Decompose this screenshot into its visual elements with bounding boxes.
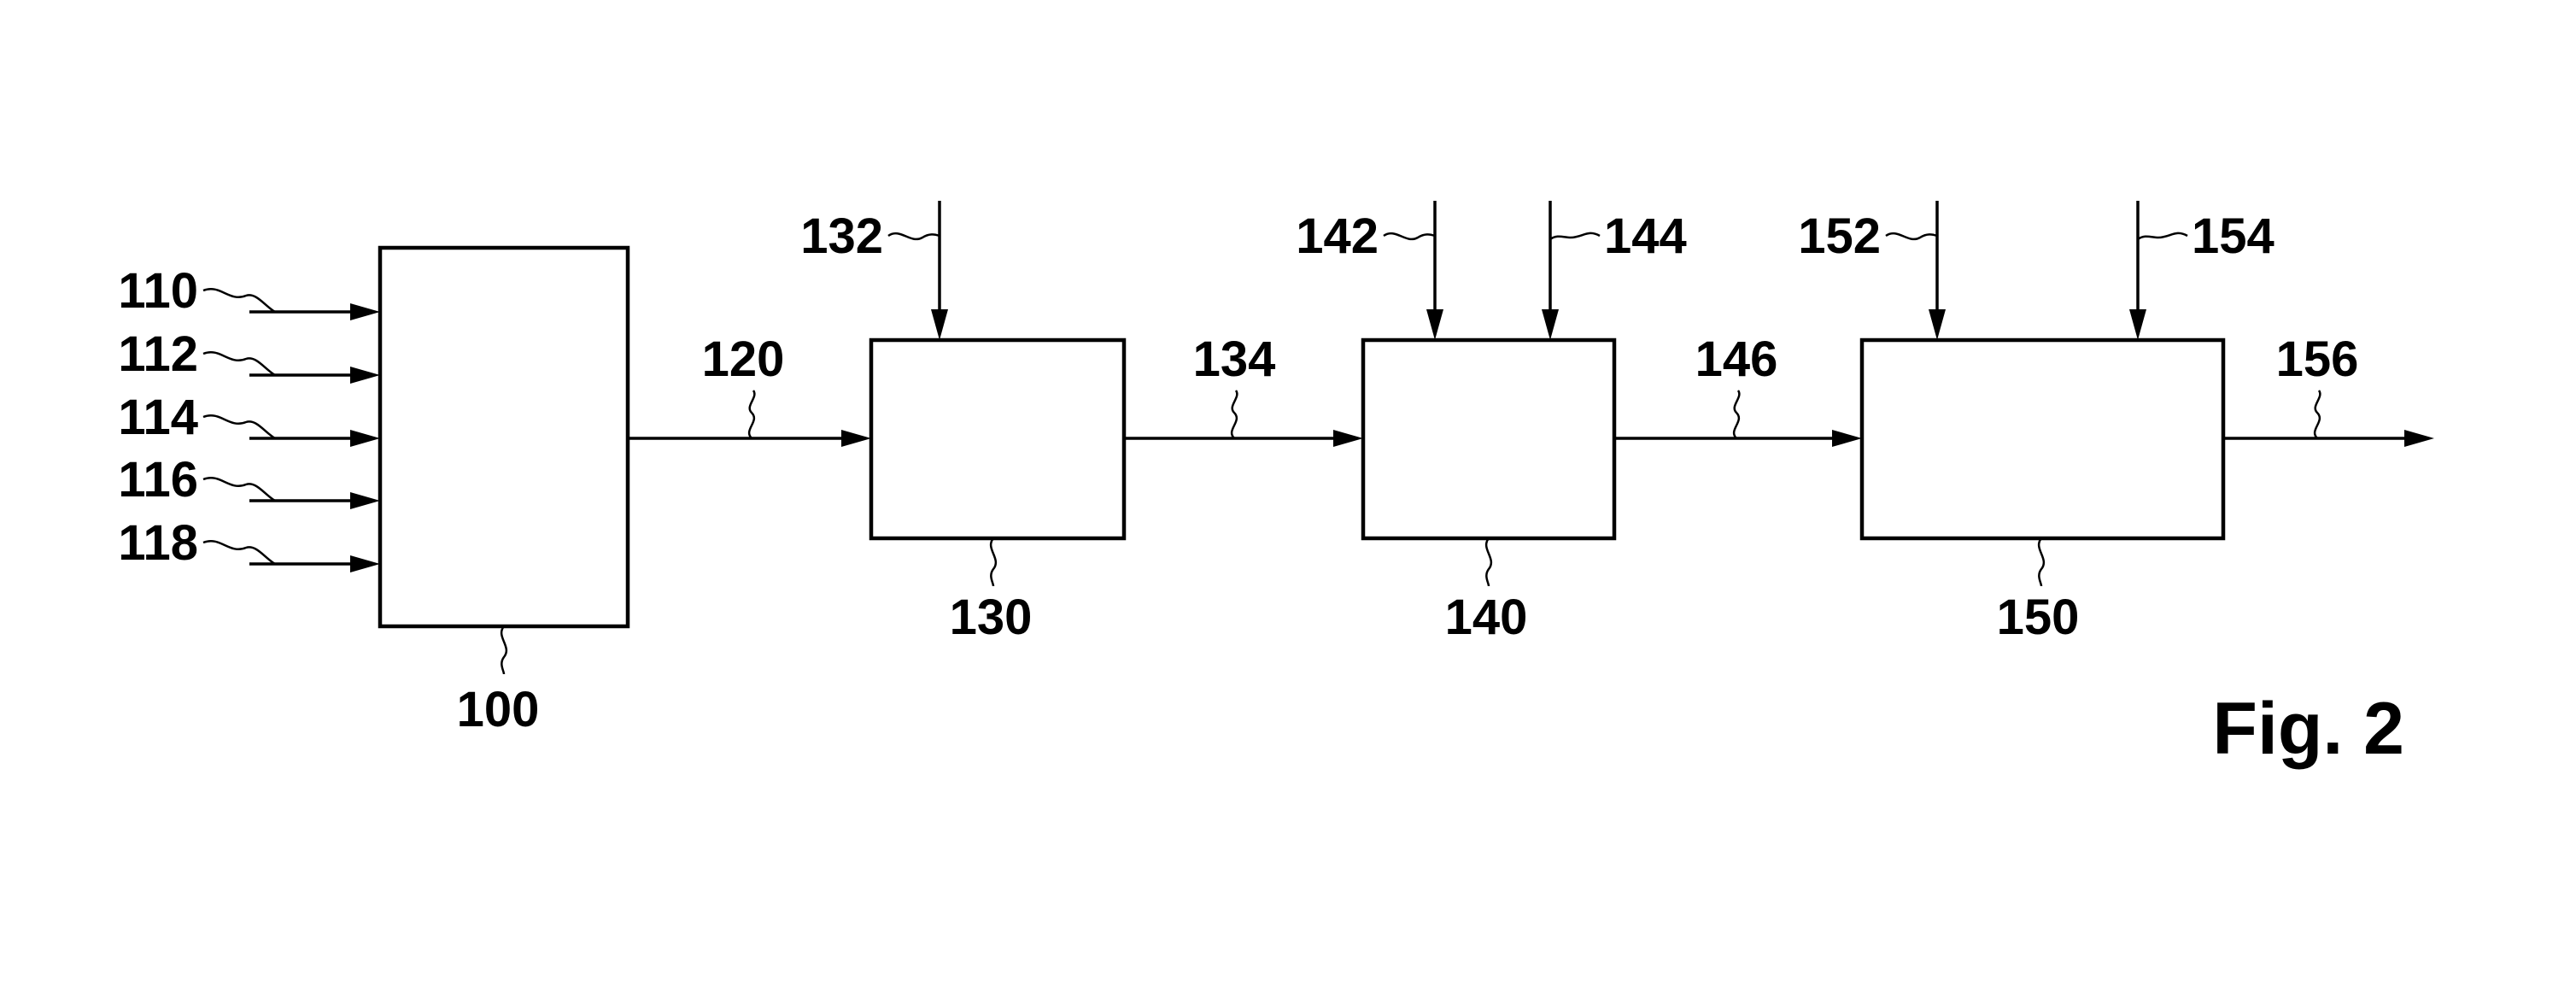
label-112: 112 [118,326,198,382]
label-144: 144 [1604,208,1687,264]
label-116: 116 [118,452,198,508]
block-100 [378,245,630,629]
input-112: 112 [118,326,380,384]
label-132: 132 [800,208,883,264]
label-134: 134 [1193,332,1276,387]
figure-caption: Fig. 2 [2212,688,2404,770]
label-146: 146 [1695,332,1778,387]
signal-146: 146 [1614,332,1862,447]
input-116: 116 [118,452,380,509]
block-140 [1361,338,1617,541]
label-142: 142 [1296,208,1379,264]
leader-150 [2037,537,2046,587]
label-118: 118 [118,515,198,571]
signal-142: 142 [1296,201,1443,340]
label-150: 150 [1997,590,2080,645]
signal-154: 154 [2129,201,2274,340]
label-114: 114 [118,390,198,445]
input-110: 110 [118,263,380,320]
input-118: 118 [118,515,380,572]
signal-134: 134 [1124,332,1363,447]
label-154: 154 [2192,208,2274,264]
signal-156: 156 [2223,332,2434,447]
leader-140 [1484,537,1493,587]
leader-130 [989,537,998,587]
label-140: 140 [1445,590,1528,645]
label-100: 100 [457,682,540,737]
leader-100 [500,625,508,675]
label-156: 156 [2276,332,2359,387]
label-110: 110 [118,263,198,319]
block-150 [1859,338,2226,541]
signal-152: 152 [1798,201,1946,340]
block-130 [869,338,1127,541]
label-152: 152 [1798,208,1881,264]
signal-132: 132 [800,201,948,340]
label-130: 130 [950,590,1033,645]
label-120: 120 [702,332,785,387]
signal-144: 144 [1542,201,1687,340]
signal-120: 120 [628,332,871,447]
input-114: 114 [118,390,380,447]
